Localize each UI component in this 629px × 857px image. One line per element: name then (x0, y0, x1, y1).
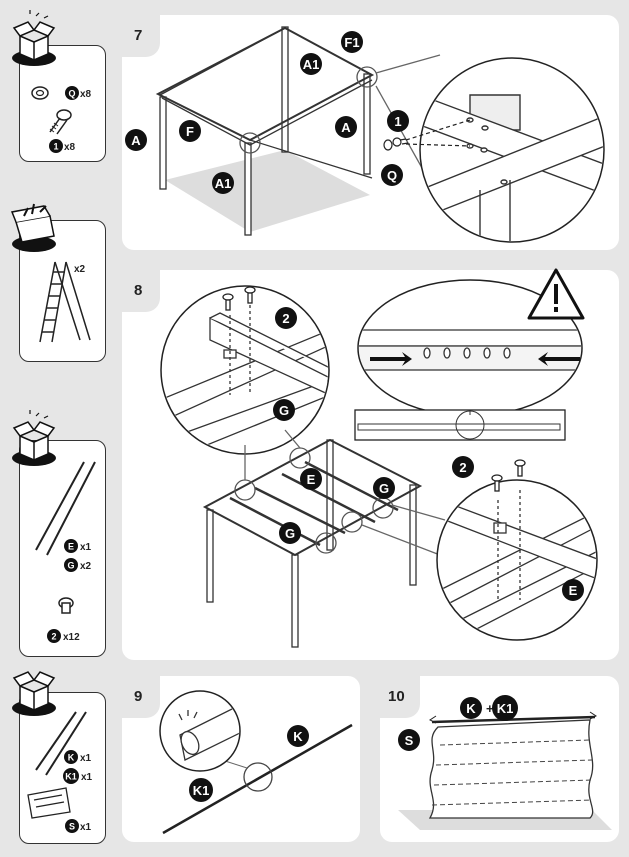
label-E-main: E (307, 472, 316, 487)
label-K-step10: K (466, 701, 476, 716)
label-K-step9: K (293, 729, 303, 744)
label-E-detail: E (569, 583, 578, 598)
box3-e-label: E (68, 542, 74, 552)
step8-rail-inset (354, 409, 566, 441)
step-number-10: 10 (388, 688, 405, 705)
open-box-icon (12, 10, 56, 66)
label-G-detail: G (279, 403, 289, 418)
label-screw-2-top: 2 (282, 311, 289, 326)
step-number-7: 7 (134, 27, 143, 44)
label-A1-bottom: A1 (215, 176, 232, 191)
washer-icon (31, 86, 49, 100)
step9-panel (122, 676, 360, 842)
step8-labels: 2 G E G G 2 E (273, 307, 584, 601)
warning-icon (527, 268, 585, 320)
tools-box (19, 220, 106, 362)
box3-g-label: G (67, 561, 74, 571)
rod-icon (35, 711, 87, 776)
bolt-icon (49, 109, 72, 135)
toolbox-icon (10, 203, 56, 252)
label-bolt-1: 1 (394, 114, 401, 129)
parts-box-4 (19, 692, 106, 844)
label-A-right: A (341, 120, 351, 135)
step8-pergola (202, 429, 446, 648)
box1-q-label: Q (68, 89, 75, 99)
box1-q-qty: x8 (80, 89, 92, 100)
step7-pergola (155, 26, 441, 236)
open-box-icon (12, 410, 56, 466)
label-F: F (186, 124, 194, 139)
label-S-step10: S (405, 733, 414, 748)
box4-sail-qty: x1 (80, 822, 92, 833)
label-F1: F1 (344, 35, 359, 50)
parts-box-3 (19, 440, 106, 657)
step8-detail-top-left (160, 285, 330, 455)
shade-sail-icon (27, 787, 71, 819)
box4-k-label: K (68, 753, 75, 763)
box1-bolt-label: 1 (53, 142, 58, 152)
ladder-icon (39, 261, 91, 343)
step10-illustration: K + K1 S (398, 695, 612, 830)
beam-icon (35, 461, 96, 556)
step8-detail-top-right (357, 279, 583, 417)
label-washer-Q: Q (387, 168, 397, 183)
step7-labels: F1 A1 A F A A1 1 Q (125, 31, 409, 194)
step7-detail-circle (419, 57, 605, 243)
step8-detail-bottom-right (436, 459, 598, 641)
box4-k1-label: K1 (65, 772, 77, 782)
box4-k-qty: x1 (80, 753, 92, 764)
box4-sail-label: S (69, 822, 75, 832)
box3-screw-label: 2 (51, 632, 56, 642)
label-A1-top: A1 (303, 57, 320, 72)
label-K1-step10: K1 (497, 701, 514, 716)
label-screw-2-right: 2 (459, 460, 466, 475)
step-number-9: 9 (134, 688, 143, 705)
label-K1-step9: K1 (193, 783, 210, 798)
label-G-left: G (285, 526, 295, 541)
box3-e-qty: x1 (80, 542, 92, 553)
box4-k1-qty: x1 (81, 772, 93, 783)
step-number-8: 8 (134, 282, 143, 299)
label-A-left: A (131, 133, 141, 148)
open-box-icon (12, 671, 56, 716)
box1-bolt-qty: x8 (64, 142, 76, 153)
ladder-qty: x2 (74, 264, 86, 275)
box3-g-qty: x2 (80, 561, 92, 572)
box3-screw-qty: x12 (63, 632, 80, 643)
label-plus: + (486, 701, 494, 716)
screw-icon (58, 597, 74, 614)
step9-illustration: K K1 (159, 690, 353, 835)
step7-hardware (383, 119, 471, 151)
label-G-right: G (379, 481, 389, 496)
